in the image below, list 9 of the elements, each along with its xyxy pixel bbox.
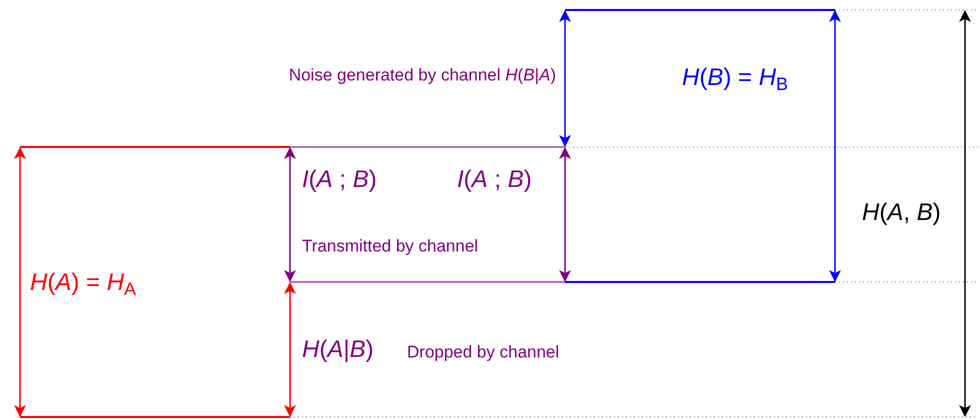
math-label: I(A ; B) [302,168,377,192]
math-label: H(B) = H$_{B}$ [682,66,788,90]
math-label: I(A ; B) [457,168,532,192]
math-label: H(A|B) [302,338,374,362]
math-label: H(A, B) [862,201,941,225]
annotation-text: Transmitted by channel [302,238,478,254]
math-label: H(A) = H$_{A}$ [30,271,136,295]
annotation-text: Noise generated by channel H(B|A) [288,66,556,84]
annotation-text: Dropped by channel [407,344,560,360]
